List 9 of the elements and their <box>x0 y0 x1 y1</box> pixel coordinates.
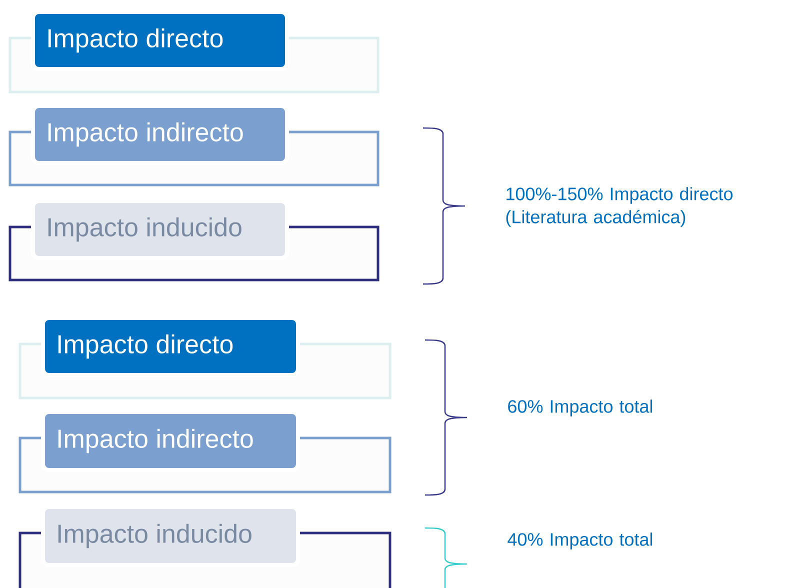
label-box: Impacto inducido <box>31 199 289 260</box>
annotation-text: 100%-150% Impacto directo (Literatura académica) <box>506 187 733 227</box>
label-box: Impacto directo <box>41 316 300 377</box>
label-box: Impacto indirecto <box>41 410 300 472</box>
annotation-text: 60% Impacto total <box>508 400 652 416</box>
label-box: Impacto directo <box>31 10 289 71</box>
annotation-text: 40% Impacto total <box>508 532 652 550</box>
label-box: Impacto inducido <box>41 505 300 567</box>
label-box: Impacto indirecto <box>31 104 289 165</box>
